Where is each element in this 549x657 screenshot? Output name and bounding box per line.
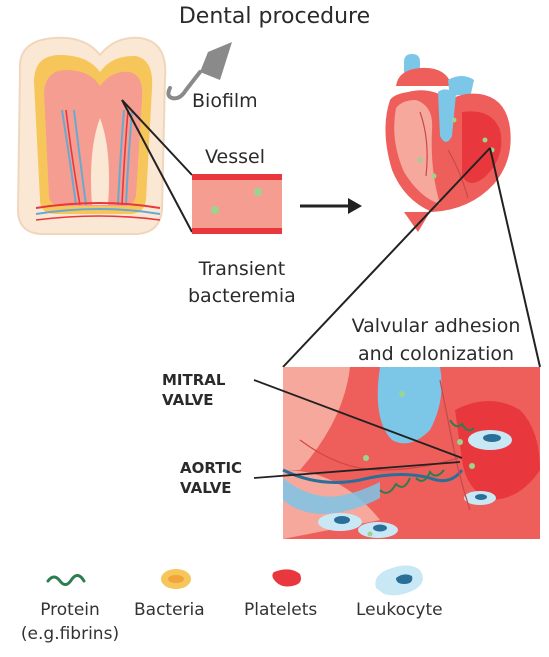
biofilm-label: Biofilm bbox=[192, 90, 258, 112]
valvular-adhesion-label: Valvular adhesion and colonization bbox=[330, 312, 542, 368]
aortic-line2: VALVE bbox=[180, 478, 242, 498]
aortic-valve-label: AORTIC VALVE bbox=[180, 458, 242, 498]
heart-illustration bbox=[385, 54, 510, 232]
legend-protein-label: Protein (e.g.fibrins) bbox=[8, 600, 132, 644]
legend-bacteria-icon bbox=[161, 569, 191, 589]
valvular-line1: Valvular adhesion bbox=[330, 312, 542, 340]
legend-platelet-icon bbox=[272, 569, 301, 586]
vessel-illustration bbox=[192, 174, 282, 234]
transient-bacteremia-label: Transient bacteremia bbox=[188, 256, 296, 310]
legend-platelets-label: Platelets bbox=[244, 600, 317, 620]
tooth-illustration bbox=[18, 38, 165, 234]
legend-protein-subtext: (e.g.fibrins) bbox=[8, 624, 132, 644]
flow-arrow-icon bbox=[300, 198, 362, 214]
vessel-label: Vessel bbox=[205, 146, 265, 168]
diagram-title: Dental procedure bbox=[0, 4, 549, 29]
mitral-line2: VALVE bbox=[162, 390, 225, 410]
valve-inset bbox=[283, 367, 540, 539]
legend-leukocyte-icon bbox=[375, 565, 423, 595]
legend-bacteria-label: Bacteria bbox=[134, 600, 205, 620]
transient-line1: Transient bbox=[188, 256, 296, 283]
mitral-line1: MITRAL bbox=[162, 370, 225, 390]
mitral-valve-label: MITRAL VALVE bbox=[162, 370, 225, 410]
legend-protein-text: Protein bbox=[40, 600, 100, 620]
legend-protein-icon bbox=[48, 575, 84, 584]
transient-line2: bacteremia bbox=[188, 283, 296, 310]
legend-leukocyte-label: Leukocyte bbox=[356, 600, 443, 620]
valvular-line2: and colonization bbox=[330, 340, 542, 368]
aortic-line1: AORTIC bbox=[180, 458, 242, 478]
